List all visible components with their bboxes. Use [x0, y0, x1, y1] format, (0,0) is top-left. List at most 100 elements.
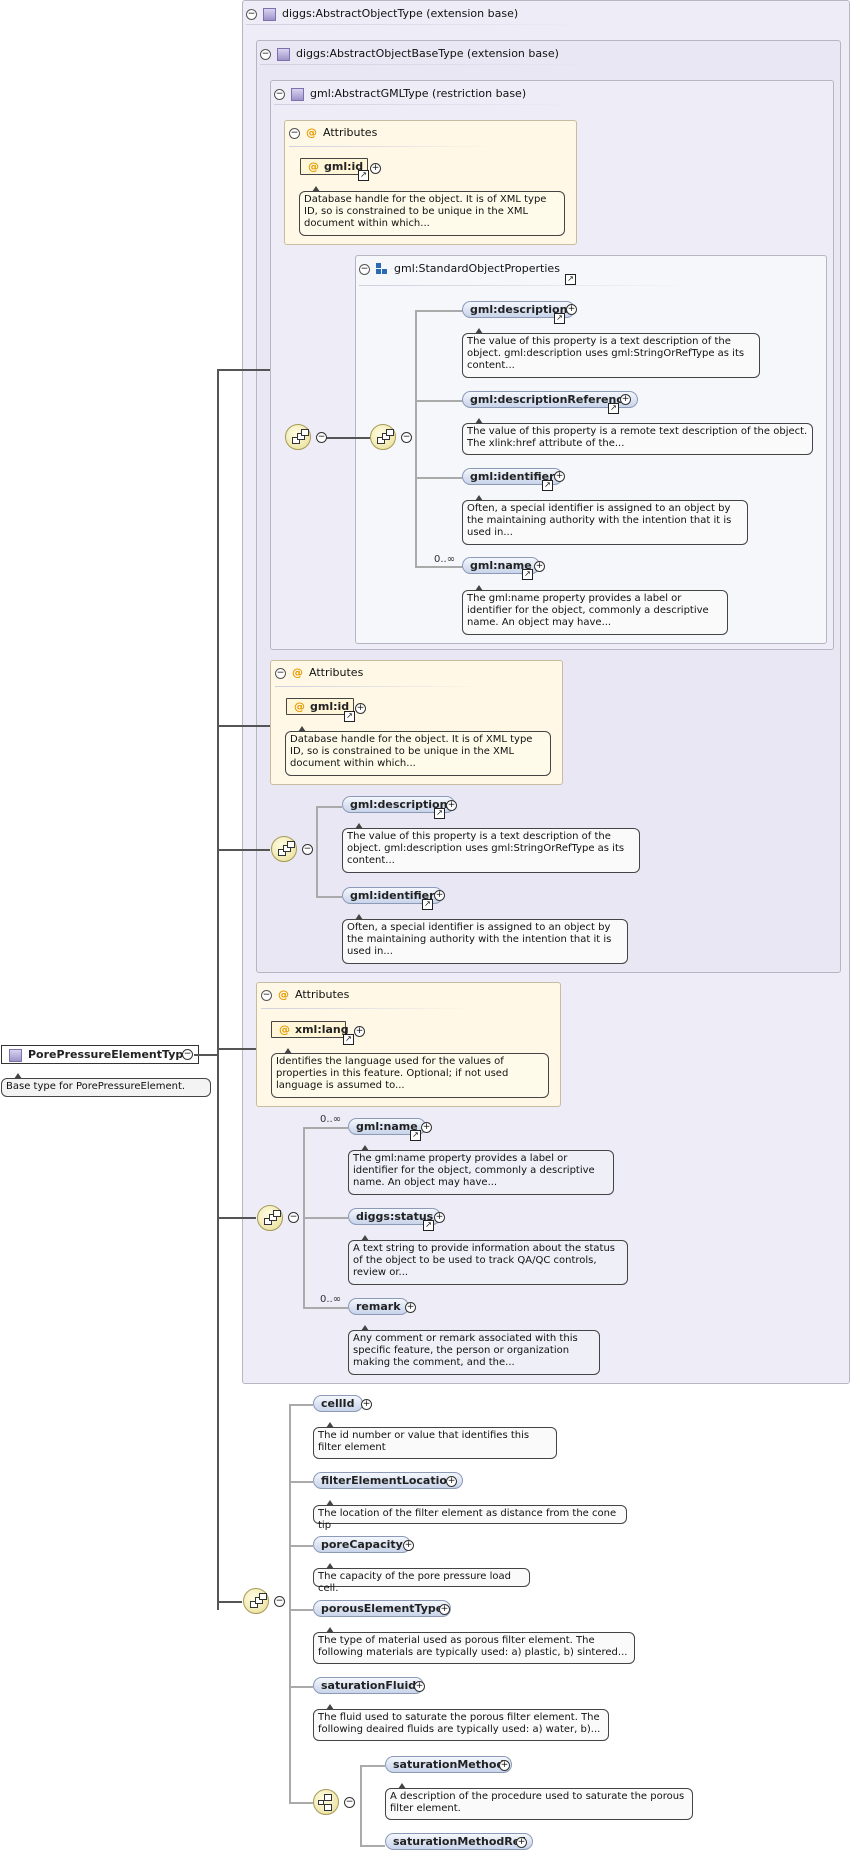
- collapse-icon[interactable]: −: [275, 667, 286, 679]
- expand-icon[interactable]: +: [414, 1681, 425, 1692]
- expand-icon[interactable]: +: [516, 1837, 527, 1848]
- expand-icon[interactable]: +: [446, 1476, 457, 1487]
- cardinality-label: 0..∞: [434, 554, 456, 565]
- doc-saturation-method: A description of the procedure used to s…: [385, 1783, 693, 1820]
- doc-gml-description-1: The value of this property is a text des…: [462, 328, 760, 378]
- collapse-icon[interactable]: −: [274, 88, 285, 100]
- element-pore-capacity[interactable]: poreCapacity: [313, 1536, 411, 1553]
- attributes-header-1[interactable]: −@Attributes: [289, 126, 378, 139]
- expand-icon[interactable]: +: [403, 1540, 414, 1551]
- expand-icon[interactable]: +: [499, 1760, 510, 1771]
- doc-gml-identifier-1: Often, a special identifier is assigned …: [462, 495, 748, 545]
- expand-icon[interactable]: +: [446, 800, 457, 811]
- doc-porous-element-type: The type of material used as porous filt…: [313, 1627, 635, 1664]
- doc-filter-element-location: The location of the filter element as di…: [313, 1500, 627, 1531]
- link-icon[interactable]: ↗: [423, 1220, 434, 1231]
- expand-icon[interactable]: +: [370, 163, 381, 174]
- extension-header-abstract-object-type[interactable]: −diggs:AbstractObjectType (extension bas…: [246, 7, 519, 21]
- element-gml-name-2[interactable]: gml:name: [348, 1118, 426, 1135]
- element-gml-identifier-2[interactable]: gml:identifier: [342, 887, 443, 904]
- collapse-icon[interactable]: −: [401, 432, 412, 443]
- link-icon[interactable]: ↗: [358, 170, 369, 181]
- link-icon[interactable]: ↗: [522, 569, 533, 580]
- link-icon[interactable]: ↗: [565, 274, 576, 285]
- element-cell-id[interactable]: cellId: [313, 1395, 363, 1412]
- doc-gml-name-2: The gml:name property provides a label o…: [348, 1145, 614, 1195]
- sequence-compositor-3[interactable]: [271, 836, 297, 862]
- attributes-header-3[interactable]: −@Attributes: [261, 988, 350, 1001]
- collapse-icon[interactable]: −: [288, 1212, 299, 1223]
- link-icon[interactable]: ↗: [542, 480, 553, 491]
- collapse-icon[interactable]: −: [316, 432, 327, 443]
- collapse-icon[interactable]: −: [260, 48, 271, 60]
- doc-gml-id-2: Database handle for the object. It is of…: [285, 726, 551, 776]
- collapse-icon[interactable]: −: [289, 127, 300, 139]
- expand-icon[interactable]: +: [620, 394, 631, 405]
- type-icon: [263, 7, 276, 21]
- doc-gml-description-2: The value of this property is a text des…: [342, 823, 640, 873]
- link-icon[interactable]: ↗: [344, 711, 355, 722]
- type-icon: [9, 1048, 22, 1062]
- attributes-header-2[interactable]: −@Attributes: [275, 666, 364, 679]
- link-icon[interactable]: ↗: [608, 403, 619, 414]
- link-icon[interactable]: ↗: [554, 313, 565, 324]
- element-gml-description-2[interactable]: gml:description: [342, 796, 456, 813]
- expand-icon[interactable]: +: [421, 1122, 432, 1133]
- attribute-gml-id-1[interactable]: @gml:id: [300, 158, 368, 175]
- collapse-icon[interactable]: −: [359, 263, 370, 275]
- attribute-xml-lang[interactable]: @xml:lang: [271, 1021, 349, 1038]
- link-icon[interactable]: ↗: [434, 808, 445, 819]
- choice-compositor[interactable]: [313, 1789, 339, 1815]
- element-saturation-method-ref[interactable]: saturationMethodRef: [385, 1833, 533, 1850]
- sequence-compositor-4[interactable]: [257, 1205, 283, 1231]
- extension-header-abstract-object-base-type[interactable]: −diggs:AbstractObjectBaseType (extension…: [260, 47, 559, 61]
- collapse-icon[interactable]: −: [344, 1797, 355, 1808]
- link-icon[interactable]: ↗: [422, 899, 433, 910]
- attribute-gml-id-2[interactable]: @gml:id: [286, 698, 354, 715]
- doc-pore-capacity: The capacity of the pore pressure load c…: [313, 1563, 530, 1594]
- doc-cell-id: The id number or value that identifies t…: [313, 1422, 557, 1459]
- collapse-icon[interactable]: −: [246, 8, 257, 20]
- collapse-icon[interactable]: −: [274, 1596, 285, 1607]
- element-diggs-status[interactable]: diggs:status: [348, 1208, 442, 1225]
- collapse-icon[interactable]: −: [302, 844, 313, 855]
- group-header-standard-object-properties[interactable]: −gml:StandardObjectProperties: [359, 262, 560, 275]
- restriction-header-abstract-gml-type[interactable]: −gml:AbstractGMLType (restriction base): [274, 87, 527, 101]
- element-porous-element-type[interactable]: porousElementType: [313, 1600, 452, 1617]
- expand-icon[interactable]: +: [434, 890, 445, 901]
- element-filter-element-location[interactable]: filterElementLocation: [313, 1472, 463, 1489]
- doc-remark: Any comment or remark associated with th…: [348, 1325, 600, 1375]
- attribute-icon: @: [306, 126, 317, 139]
- expand-icon[interactable]: +: [439, 1604, 450, 1615]
- doc-diggs-status: A text string to provide information abo…: [348, 1235, 628, 1285]
- sequence-compositor-5[interactable]: [243, 1588, 269, 1614]
- element-gml-name-1[interactable]: gml:name: [462, 557, 540, 574]
- element-saturation-fluid[interactable]: saturationFluid: [313, 1677, 425, 1694]
- sequence-compositor-2[interactable]: [370, 424, 396, 450]
- element-gml-description-reference[interactable]: gml:descriptionReference: [462, 391, 639, 408]
- doc-gml-name-1: The gml:name property provides a label o…: [462, 585, 728, 635]
- expand-icon[interactable]: +: [434, 1212, 445, 1223]
- expand-icon[interactable]: +: [554, 471, 565, 482]
- collapse-icon[interactable]: −: [182, 1049, 193, 1060]
- doc-root: Base type for PorePressureElement.: [1, 1073, 211, 1097]
- cardinality-label: 0..∞: [320, 1114, 342, 1125]
- link-icon[interactable]: ↗: [343, 1034, 354, 1045]
- expand-icon[interactable]: +: [566, 304, 577, 315]
- expand-icon[interactable]: +: [534, 561, 545, 572]
- element-remark[interactable]: remark: [348, 1298, 409, 1315]
- attribute-icon: @: [278, 988, 289, 1001]
- sequence-compositor-1[interactable]: [285, 424, 311, 450]
- link-icon[interactable]: ↗: [410, 1130, 421, 1141]
- type-icon: [277, 47, 290, 61]
- expand-icon[interactable]: +: [355, 703, 366, 714]
- expand-icon[interactable]: +: [405, 1302, 416, 1313]
- expand-icon[interactable]: +: [354, 1026, 365, 1037]
- cardinality-label: 0..∞: [320, 1294, 342, 1305]
- collapse-icon[interactable]: −: [261, 989, 272, 1001]
- root-element-pore-pressure-element-type[interactable]: PorePressureElementType: [1, 1045, 199, 1064]
- element-saturation-method[interactable]: saturationMethod: [385, 1756, 513, 1773]
- group-icon: [376, 263, 388, 275]
- expand-icon[interactable]: +: [361, 1399, 372, 1410]
- element-gml-identifier-1[interactable]: gml:identifier: [462, 468, 563, 485]
